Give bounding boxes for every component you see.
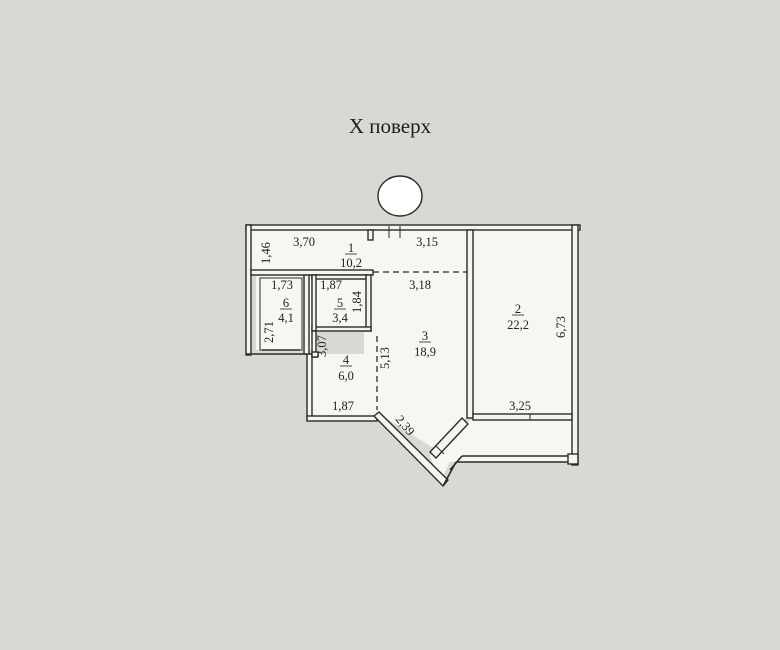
svg-text:22,2: 22,2 xyxy=(507,318,529,332)
dim-label: 1,84 xyxy=(350,290,364,313)
outer-walls xyxy=(245,224,581,488)
dim-label: 6,73 xyxy=(554,316,568,338)
svg-text:1: 1 xyxy=(348,241,354,255)
dim-label: 1,46 xyxy=(259,242,273,264)
svg-text:3: 3 xyxy=(422,329,428,343)
dim-label: 1,87 xyxy=(320,278,342,292)
svg-text:3,4: 3,4 xyxy=(332,311,348,325)
dim-label: 5,13 xyxy=(378,347,392,369)
dim-label: 1,87 xyxy=(332,399,354,413)
dim-label: 3,70 xyxy=(293,235,315,249)
room-4-label: 4 6,0 xyxy=(338,353,354,383)
svg-text:6: 6 xyxy=(283,296,289,310)
svg-text:6,0: 6,0 xyxy=(338,369,354,383)
floor-title: X поверх xyxy=(349,114,432,138)
svg-text:18,9: 18,9 xyxy=(414,345,436,359)
dim-label: 3,18 xyxy=(409,278,431,292)
svg-text:10,2: 10,2 xyxy=(340,256,362,270)
room-3-label: 3 18,9 xyxy=(414,329,436,359)
svg-text:4,1: 4,1 xyxy=(278,311,294,325)
dim-label: 1,73 xyxy=(271,278,293,292)
svg-text:4: 4 xyxy=(343,353,350,367)
compass-icon xyxy=(377,175,423,217)
room-5-label: 5 3,4 xyxy=(332,296,348,325)
interior-walls xyxy=(250,226,573,460)
room-2-label: 2 22,2 xyxy=(507,302,529,332)
dim-label: 3,07 xyxy=(315,335,329,357)
dim-label: 3,15 xyxy=(416,235,438,249)
room-1-label: 1 10,2 xyxy=(340,241,362,270)
svg-text:2: 2 xyxy=(515,302,521,316)
svg-text:5: 5 xyxy=(337,296,343,310)
dim-label: 2,71 xyxy=(262,321,276,343)
room-fills xyxy=(250,230,572,482)
dim-label: 3,25 xyxy=(509,399,531,413)
room-6-label: 6 4,1 xyxy=(278,296,294,325)
